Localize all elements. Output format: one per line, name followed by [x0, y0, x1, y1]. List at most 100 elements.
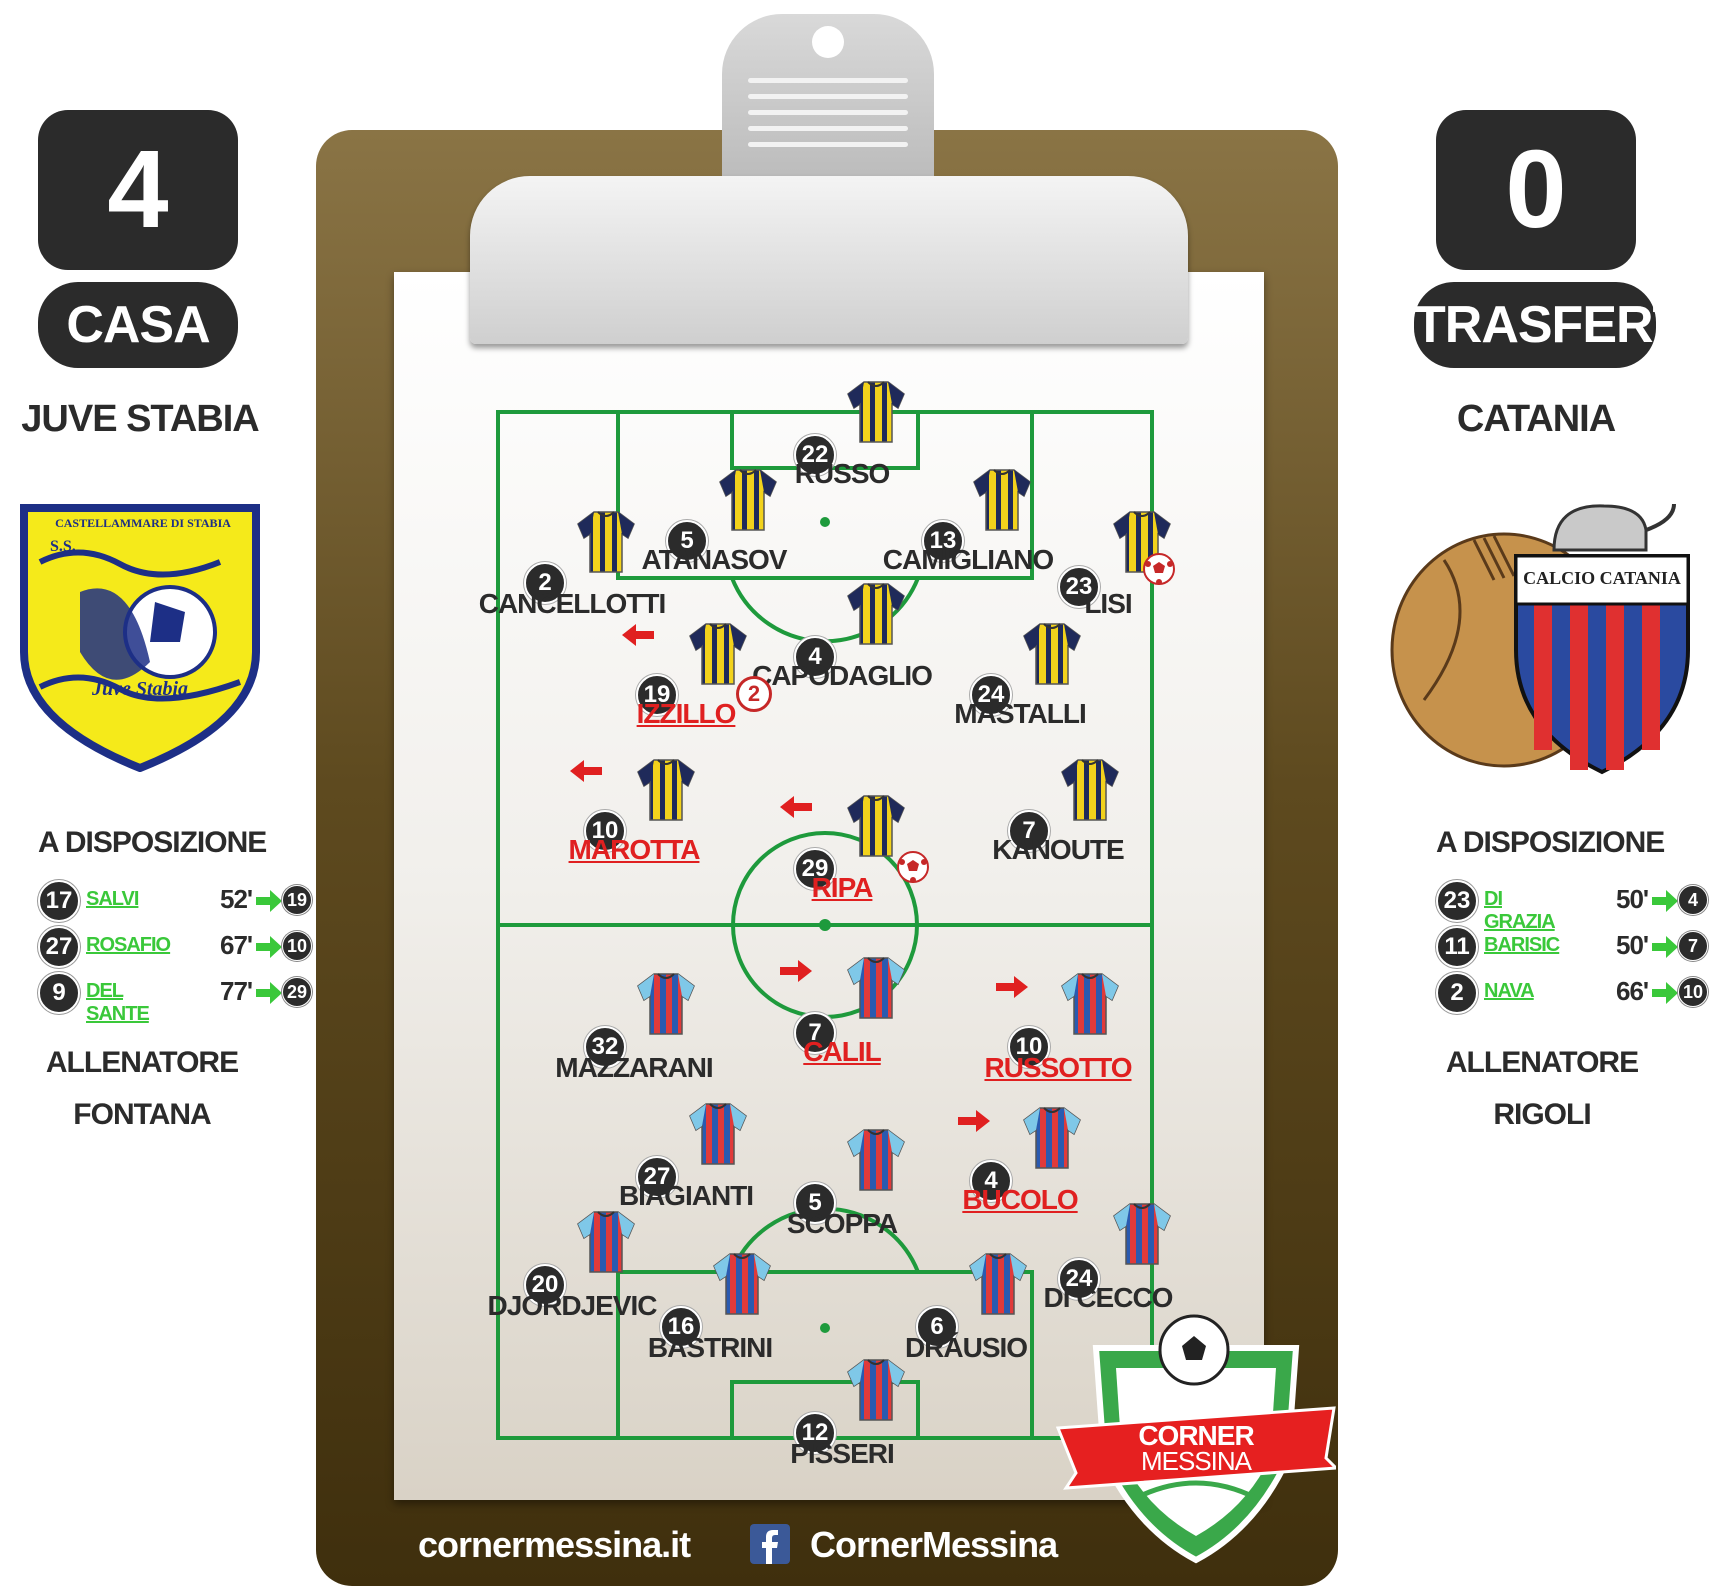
player-name: RUSSO	[794, 458, 891, 489]
sub-name-link[interactable]: NAVA	[1484, 980, 1535, 1002]
sub-replaced-number: 4	[1678, 885, 1708, 915]
sub-number: 9	[38, 972, 80, 1014]
away-team-name: CATANIA	[1456, 398, 1616, 440]
facebook-icon[interactable]	[750, 1524, 790, 1564]
substituted-in-arrow-icon	[996, 976, 1028, 998]
clip-hole	[812, 26, 844, 58]
clip-grip-line	[748, 110, 908, 115]
sub-name-link[interactable]: DEL SANTE	[86, 980, 150, 1025]
jersey-icon	[846, 1126, 906, 1197]
sub-arrow-icon	[1652, 982, 1678, 1004]
jersey-icon	[1112, 1200, 1172, 1271]
sub-minute: 50'	[1616, 930, 1649, 960]
sub-replaced-number: 7	[1678, 931, 1708, 961]
jersey-icon	[972, 466, 1032, 537]
sub-name-link[interactable]: SALVI	[86, 888, 139, 910]
sub-name-link[interactable]: ROSAFIO	[86, 934, 171, 956]
jersey-icon	[846, 954, 906, 1025]
player-name: LISI	[1084, 588, 1132, 619]
sub-replaced-number: 19	[282, 885, 312, 915]
home-bench-title: A DISPOSIZIONE	[38, 826, 267, 859]
player-number: 24	[1058, 1258, 1100, 1300]
sub-number: 11	[1436, 926, 1478, 968]
sub-minute: 52'	[220, 884, 253, 914]
footer-website[interactable]: cornermessina.it	[418, 1524, 691, 1565]
substituted-in-arrow-icon	[780, 960, 812, 982]
corner-messina-logo: CORNER MESSINA	[1055, 1308, 1340, 1568]
player-name: MAROTTA	[568, 834, 701, 865]
jersey-icon	[1060, 756, 1120, 827]
substituted-out-arrow-icon	[780, 796, 812, 818]
jersey-icon	[688, 620, 748, 691]
substituted-in-arrow-icon	[958, 1110, 990, 1132]
home-label: CASA	[38, 282, 238, 368]
clip-base	[470, 176, 1188, 344]
player-number: 10	[1008, 1026, 1050, 1068]
clip-grip-line	[748, 78, 908, 83]
clip-grip-line	[748, 94, 908, 99]
player-number: 5	[794, 1182, 836, 1224]
jersey-icon	[576, 508, 636, 579]
jersey-icon	[576, 1208, 636, 1279]
player-name: DI CECCO	[1043, 1282, 1174, 1313]
brand-line2: MESSINA	[1140, 1446, 1252, 1476]
player-name: BASTRINI	[647, 1332, 773, 1363]
sub-replaced-number: 10	[1678, 977, 1708, 1007]
jersey-icon	[718, 466, 778, 537]
player-name: MASTALLI	[954, 698, 1086, 729]
player-name: CAMIGLIANO	[882, 544, 1054, 575]
player-name: RIPA	[811, 872, 874, 903]
sub-minute: 66'	[1616, 976, 1649, 1006]
home-crest: CASTELLAMMARE DI STABIA S.S. Juve Stabia	[20, 502, 260, 773]
player-number: 7	[1008, 810, 1050, 852]
player-number: 24	[970, 674, 1012, 716]
home-score: 4	[38, 110, 238, 270]
footer-facebook[interactable]: CornerMessina	[810, 1524, 1058, 1565]
player-name: CAPODAGLIO	[752, 660, 933, 691]
sub-minute: 50'	[1616, 884, 1649, 914]
player-number: 27	[636, 1156, 678, 1198]
sub-arrow-icon	[256, 936, 282, 958]
jersey-icon	[712, 1250, 772, 1321]
away-coach-name: RIGOLI	[1493, 1098, 1591, 1131]
jersey-icon	[846, 1356, 906, 1427]
goals-count-badge: 2	[736, 676, 772, 712]
jersey-icon	[846, 580, 906, 651]
player-number: 4	[794, 636, 836, 678]
home-coach-name: FONTANA	[73, 1098, 211, 1131]
player-number: 23	[1058, 566, 1100, 608]
player-name: CALIL	[803, 1036, 881, 1067]
away-bench-title: A DISPOSIZIONE	[1436, 826, 1665, 859]
substituted-out-arrow-icon	[622, 624, 654, 646]
player-number: 20	[524, 1264, 566, 1306]
player-name: BIAGIANTI	[618, 1180, 754, 1211]
player-name: ATANASOV	[641, 544, 788, 575]
sub-number: 17	[38, 880, 80, 922]
player-number: 32	[584, 1026, 626, 1068]
jersey-icon	[636, 970, 696, 1041]
player-number: 2	[524, 562, 566, 604]
jersey-icon	[846, 378, 906, 449]
player-number: 22	[794, 434, 836, 476]
sub-name-link[interactable]: DI GRAZIA	[1484, 888, 1556, 933]
player-name: SCOPPA	[786, 1208, 898, 1239]
away-coach-title: ALLENATORE	[1445, 1046, 1639, 1079]
home-team-name: JUVE STABIA	[21, 398, 259, 440]
player-number: 7	[794, 1012, 836, 1054]
brand-line1: CORNER	[1138, 1420, 1254, 1451]
home-coach-title: ALLENATORE	[45, 1046, 239, 1079]
home-crest-ss-text: S.S.	[50, 538, 76, 555]
player-number: 10	[584, 810, 626, 852]
jersey-icon	[968, 1250, 1028, 1321]
sub-number: 27	[38, 926, 80, 968]
jersey-icon	[846, 792, 906, 863]
sub-name-link[interactable]: BARISIC	[1484, 934, 1560, 956]
jersey-icon	[1060, 970, 1120, 1041]
home-crest-top-text: CASTELLAMMARE DI STABIA	[55, 516, 231, 530]
jersey-icon	[1022, 620, 1082, 691]
goal-ball-icon	[1143, 553, 1175, 585]
player-number: 6	[916, 1306, 958, 1348]
away-crest: CALCIO CATANIA	[1384, 500, 1694, 780]
sub-arrow-icon	[1652, 936, 1678, 958]
